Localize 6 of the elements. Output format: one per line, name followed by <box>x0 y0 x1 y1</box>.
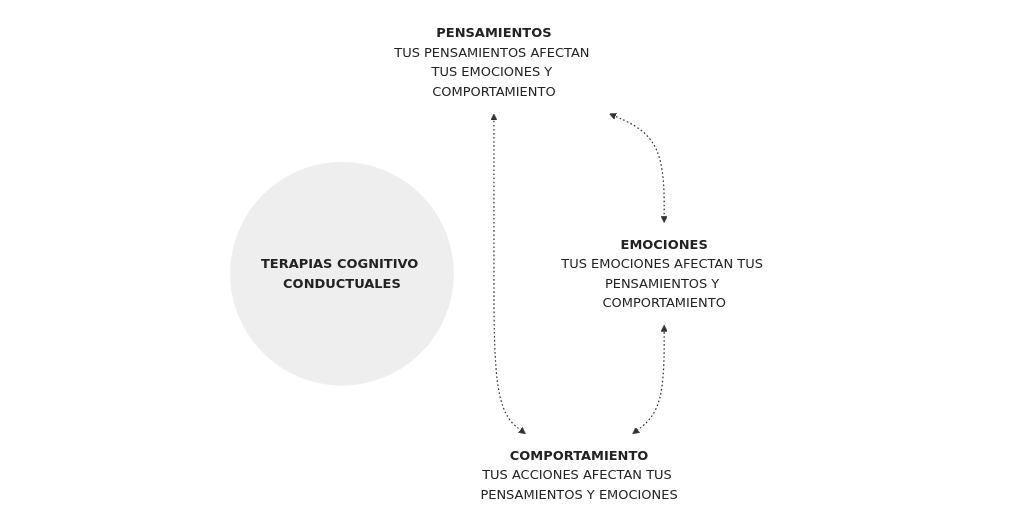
arrow <box>609 113 668 223</box>
node-text: COMPORTAMIENTO TUS ACCIONES AFECTAN TUS PENSAMIENTOS Y EMOCIONES <box>480 447 678 502</box>
arrow <box>490 113 526 435</box>
arrow <box>632 324 668 435</box>
node-text: PENSAMIENTOS TUS PENSAMIENTOS AFECTAN TUS EMOCIONES Y COMPORTAMIENTO <box>394 25 590 100</box>
node-text: EMOCIONES TUS EMOCIONES AFECTAN TUS PENSAMIENTOS Y COMPORTAMIENTO <box>561 236 763 311</box>
